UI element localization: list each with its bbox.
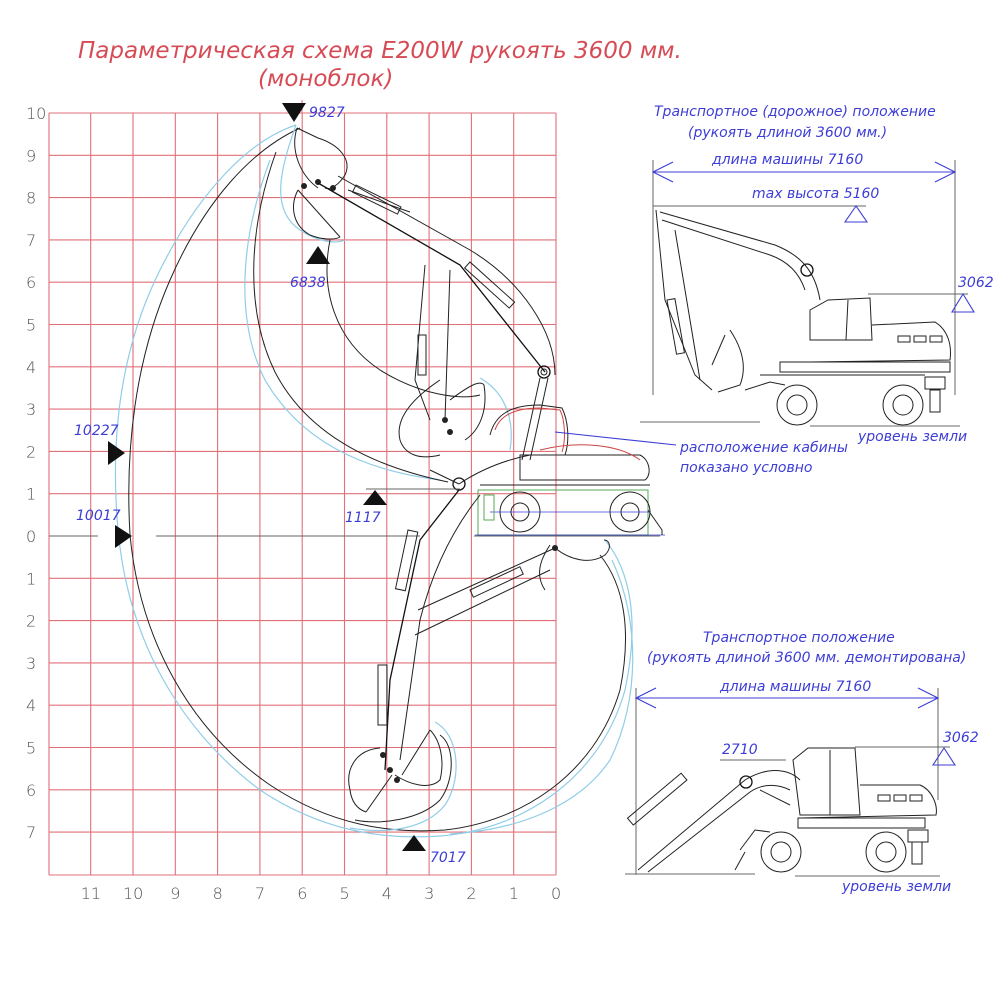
road-cab-height-marker-icon [951, 292, 975, 313]
dismounted-boom-height: 2710 [722, 742, 758, 758]
excavator-chassis-center [475, 404, 677, 536]
road-ground-level: уровень земли [857, 429, 967, 445]
x-tick-label: 9 [170, 884, 180, 903]
working-range-grid [48, 112, 557, 876]
arrow-right-icon [934, 161, 957, 183]
excavator-lower-position [348, 489, 610, 813]
y-tick-label: 1 [26, 485, 36, 504]
y-tick-label: 2 [26, 442, 36, 461]
dim-max-digging-depth: 7017 [430, 850, 466, 866]
y-tick-label: 4 [26, 696, 36, 715]
y-tick-label: 5 [26, 739, 36, 758]
y-tick-label: 4 [26, 358, 36, 377]
transport-road-view: Транспортное (дорожное) положение (рукоя… [640, 104, 994, 445]
x-tick-label: 10 [123, 884, 143, 903]
dim-max-reach-2m: 10227 [74, 423, 119, 439]
road-title-line-2: (рукоять длиной 3600 мм.) [688, 125, 887, 141]
marker-1117-icon [363, 490, 387, 505]
marker-10227-icon [108, 441, 125, 465]
excavator-upper-position [293, 127, 556, 491]
dim-max-reach-ground: 10017 [76, 508, 121, 524]
x-tick-label: 2 [466, 884, 476, 903]
y-tick-label: 10 [26, 104, 46, 123]
x-tick-label: 3 [424, 884, 434, 903]
arrow-left-icon [634, 687, 657, 709]
marker-6838-icon [306, 246, 330, 264]
y-tick-label: 7 [26, 823, 36, 842]
road-machine-length: длина машины 7160 [711, 152, 863, 168]
title-line-2: (моноблок) [258, 66, 393, 92]
y-tick-label: 0 [26, 527, 36, 546]
road-cab-height: 3062 [958, 275, 994, 291]
y-tick-label: 2 [26, 612, 36, 631]
dimension-markers: 9827 6838 10227 10017 1117 7017 [74, 103, 466, 866]
dismounted-title-line-2: (рукоять длиной 3600 мм. демонтирована) [647, 650, 966, 666]
cabin-note-line-2: показано условно [680, 460, 812, 476]
marker-10017-icon [115, 525, 132, 548]
x-tick-label: 6 [297, 884, 307, 903]
dismounted-ground-level: уровень земли [841, 879, 951, 895]
y-tick-label: 5 [26, 316, 36, 335]
y-tick-label: 3 [26, 654, 36, 673]
dim-min-dumping-height: 1117 [345, 510, 381, 526]
y-tick-label: 3 [26, 400, 36, 419]
dim-max-digging-height: 9827 [309, 105, 345, 121]
x-tick-label: 7 [255, 884, 265, 903]
y-tick-label: 6 [26, 781, 36, 800]
x-tick-label: 5 [340, 884, 350, 903]
marker-7017-icon [402, 835, 426, 851]
road-max-height: max высота 5160 [752, 186, 879, 202]
cabin-note-line-1: расположение кабины [679, 440, 848, 456]
transport-dismounted-view: Транспортное положение (рукоять длиной 3… [625, 630, 979, 895]
road-max-height-marker-icon [843, 205, 869, 223]
x-tick-label: 0 [551, 884, 561, 903]
digging-envelope [114, 124, 634, 838]
y-tick-label: 7 [26, 231, 36, 250]
road-title-line-1: Транспортное (дорожное) положение [654, 104, 936, 120]
y-tick-label: 6 [26, 273, 36, 292]
marker-9827-icon [282, 103, 306, 122]
x-tick-label: 1 [509, 884, 519, 903]
dismounted-title-line-1: Транспортное положение [703, 630, 895, 646]
x-tick-label: 8 [213, 884, 223, 903]
arrow-left-icon [651, 161, 674, 183]
y-tick-label: 1 [26, 569, 36, 588]
title-line-1: Параметрическая схема E200W рукоять 3600… [78, 38, 682, 64]
x-tick-label: 4 [382, 884, 392, 903]
dismounted-cab-height: 3062 [943, 730, 979, 746]
arrow-right-icon [917, 687, 940, 709]
dismounted-cab-height-marker-icon [931, 746, 957, 766]
dim-max-dumping-height: 6838 [290, 275, 326, 291]
y-tick-label: 8 [26, 189, 36, 208]
dismounted-machine-length: длина машины 7160 [719, 679, 871, 695]
x-tick-label: 11 [81, 884, 101, 903]
y-tick-label: 9 [26, 146, 36, 165]
